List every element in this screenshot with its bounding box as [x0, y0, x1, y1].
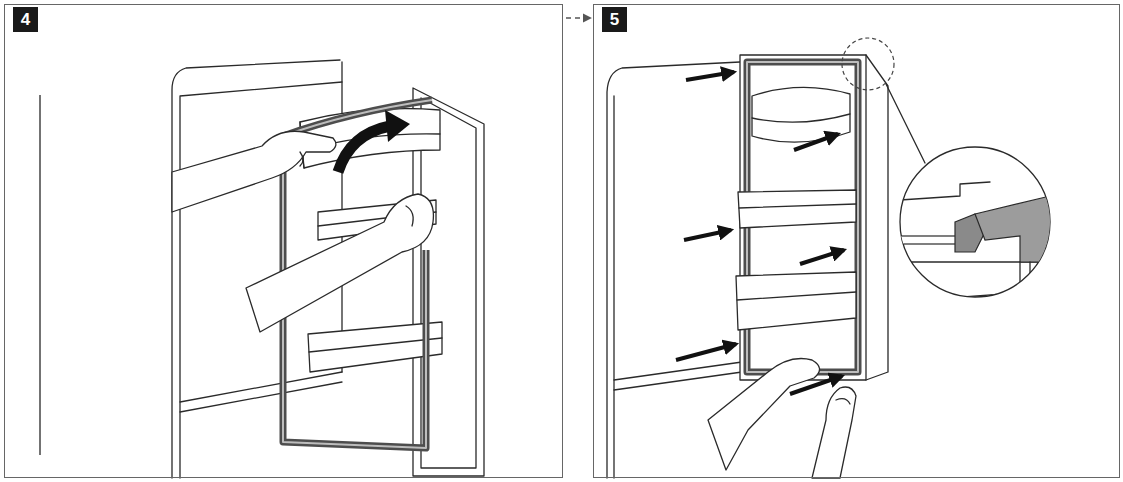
step-number: 4 — [13, 7, 38, 32]
step-5-illustration — [607, 38, 1060, 478]
step-panel: 4 — [4, 4, 563, 478]
step-panel: 5 — [593, 4, 1120, 478]
step-arrow — [566, 17, 591, 18]
step-number: 5 — [602, 7, 627, 32]
step-4-illustration — [40, 60, 484, 478]
